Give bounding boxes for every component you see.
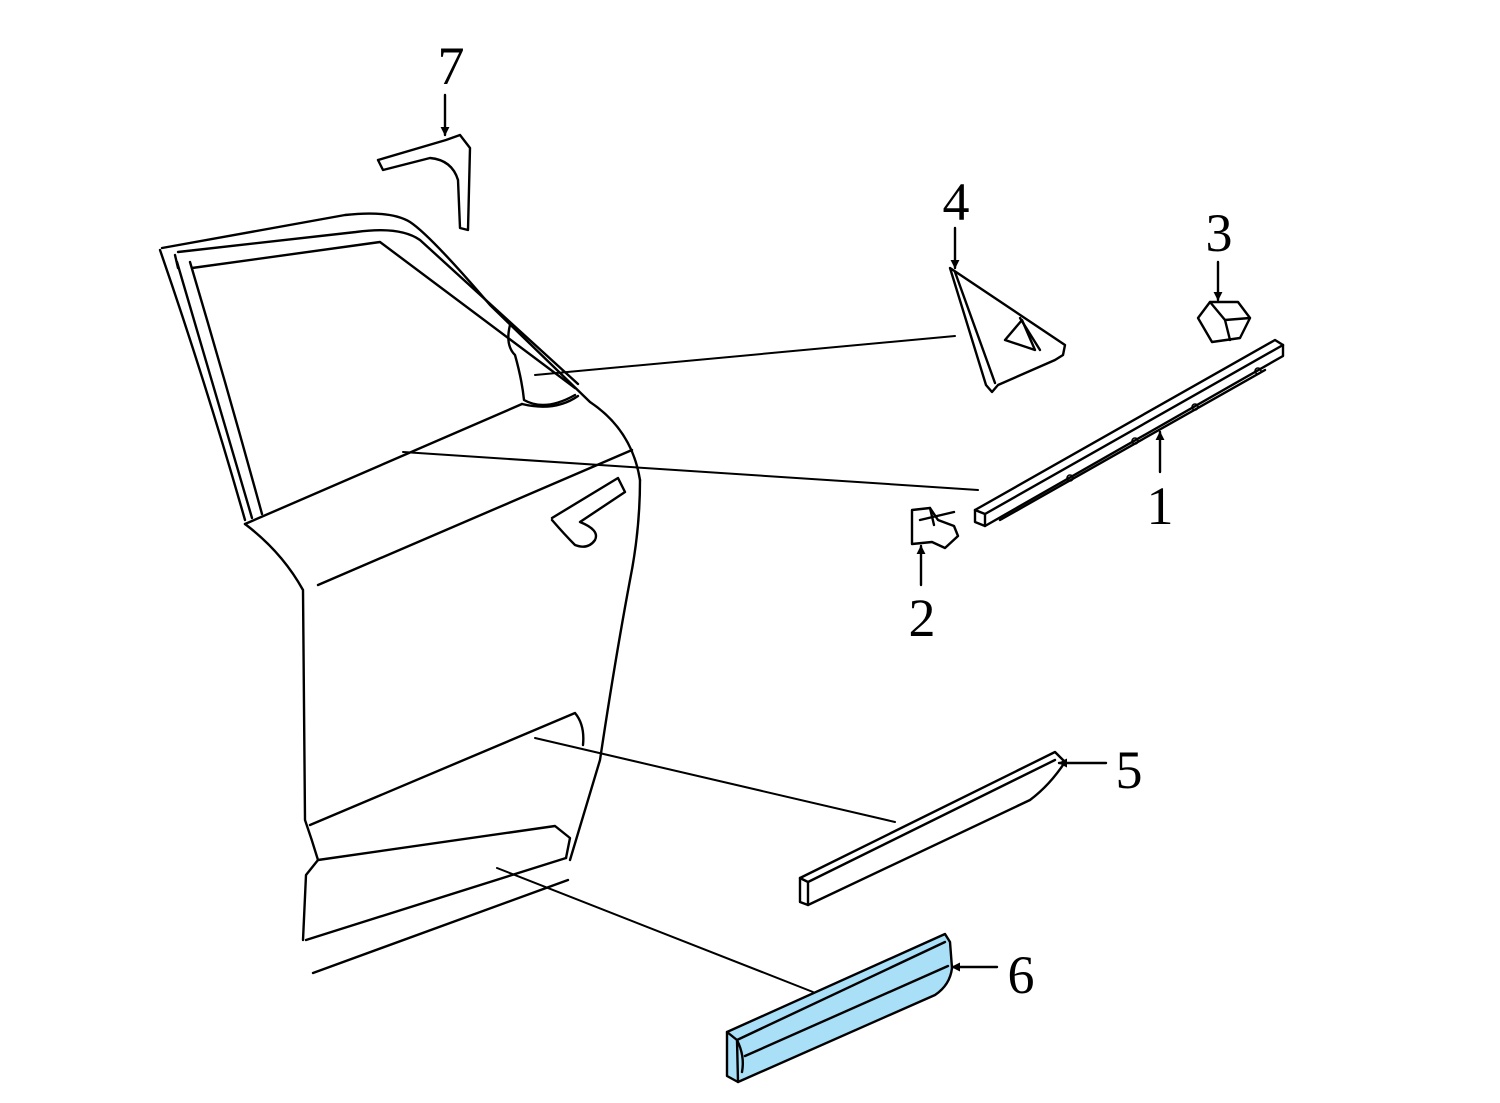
door-frame-outer [160,212,642,482]
callout-6: 6 [1008,945,1035,1005]
door-front-edge [243,522,320,942]
pillar-line-1 [175,260,254,520]
callout-1: 1 [1147,476,1174,536]
callout-4: 4 [943,172,970,232]
door-rear-edge [568,478,642,862]
part-1-belt-molding [973,338,1285,528]
leader-lines [402,335,979,993]
leader-part-4 [534,335,956,376]
door-sill-line [311,878,570,975]
mirror-corner [507,323,577,407]
door-shell [158,212,642,975]
leader-part-6 [496,867,814,993]
part-4-applique [948,266,1067,394]
callout-2: 2 [909,588,936,648]
glass-edge-front [158,248,247,522]
pillar-line-2 [188,260,264,516]
part-5-side-molding [798,750,1067,907]
belt-line [243,402,524,526]
callout-5: 5 [1116,740,1143,800]
door-crease [316,448,634,587]
leader-part-5 [534,737,896,823]
callout-arrows [440,93,1223,972]
mirror-corner-2 [520,394,580,408]
door-lower-groove-2 [316,824,572,862]
part-3-clip [1196,300,1252,344]
window-opening [190,240,577,390]
door-lower-groove-3 [304,856,568,942]
part-6-lower-molding [725,932,954,1084]
leader-part-1 [402,451,979,491]
window-upper-rail [176,229,580,386]
callout-7: 7 [438,36,465,96]
callout-3: 3 [1206,203,1233,263]
door-lower-groove [308,711,585,827]
callout-labels: 7 4 3 1 2 5 6 [438,36,1233,1005]
part-7-trim [376,133,472,232]
door-handle [550,476,627,548]
part-2-clip [910,506,960,550]
